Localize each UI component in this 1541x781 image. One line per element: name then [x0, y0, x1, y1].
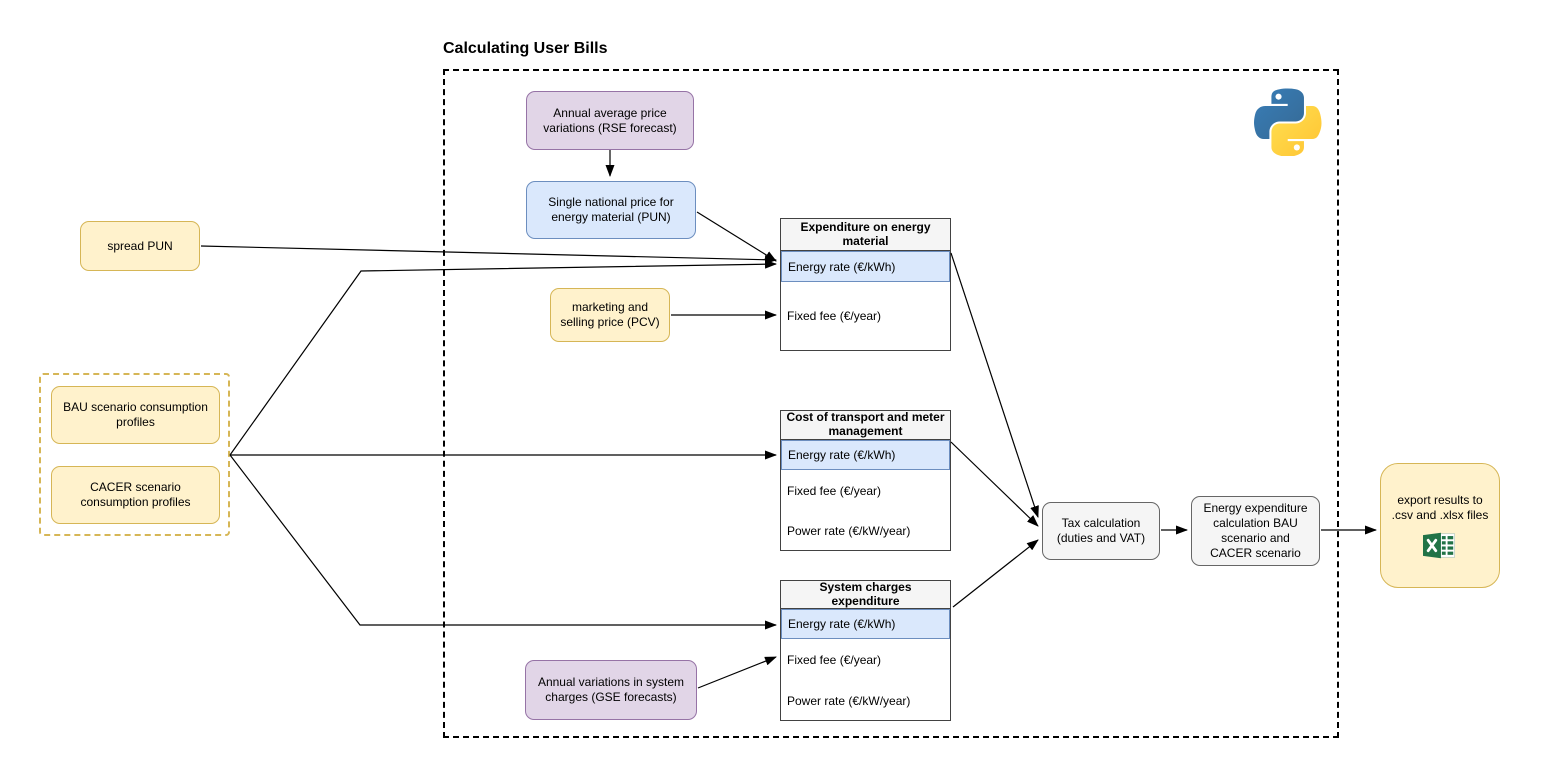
table-expenditure-energy-material: Expenditure on energy material Energy ra… — [780, 218, 951, 351]
node-energy-expenditure-calculation: Energy expenditure calculation BAU scena… — [1191, 496, 1320, 566]
table-system-charges-expenditure: System charges expenditure Energy rate (… — [780, 580, 951, 721]
node-bau-consumption-profiles: BAU scenario consumption profiles — [51, 386, 220, 444]
node-system-charges-variations-gse-label: Annual variations in system charges (GSE… — [537, 675, 685, 704]
node-single-national-price-pun: Single national price for energy materia… — [526, 181, 696, 239]
table-row-fixed-fee: Fixed fee (€/year) — [787, 309, 882, 323]
node-tax-calculation: Tax calculation (duties and VAT) — [1042, 502, 1160, 560]
node-tax-calculation-label: Tax calculation (duties and VAT) — [1056, 516, 1146, 545]
table-header: Expenditure on energy material — [781, 219, 950, 251]
node-marketing-selling-price-pcv: marketing and selling price (PCV) — [550, 288, 670, 342]
table-header: Cost of transport and meter management — [781, 410, 950, 440]
node-system-charges-variations-gse: Annual variations in system charges (GSE… — [525, 660, 697, 720]
node-energy-expenditure-calculation-label: Energy expenditure calculation BAU scena… — [1203, 501, 1308, 560]
table-row-power-rate: Power rate (€/kW/year) — [787, 523, 911, 538]
table-row-energy-rate: Energy rate (€/kWh) — [781, 251, 950, 282]
table-row-energy-rate: Energy rate (€/kWh) — [781, 440, 950, 470]
python-logo-icon — [1254, 88, 1322, 156]
node-spread-pun-label: spread PUN — [107, 238, 173, 253]
node-export-results: export results to .csv and .xlsx files — [1380, 463, 1500, 588]
table-row-fixed-fee: Fixed fee (€/year) — [787, 483, 882, 498]
node-bau-consumption-profiles-label: BAU scenario consumption profiles — [63, 400, 208, 429]
node-export-results-label: export results to .csv and .xlsx files — [1391, 492, 1489, 522]
table-row-fixed-fee: Fixed fee (€/year) — [787, 653, 882, 667]
diagram-title: Calculating User Bills — [443, 40, 608, 57]
table-header: System charges expenditure — [781, 580, 950, 609]
node-single-national-price-pun-label: Single national price for energy materia… — [548, 195, 674, 224]
node-cacer-consumption-profiles-label: CACER scenario consumption profiles — [80, 480, 191, 509]
node-annual-price-variations: Annual average price variations (RSE for… — [526, 91, 694, 150]
table-row-energy-rate: Energy rate (€/kWh) — [781, 609, 950, 639]
node-marketing-selling-price-pcv-label: marketing and selling price (PCV) — [560, 300, 660, 329]
table-transport-meter-management: Cost of transport and meter management E… — [780, 410, 951, 551]
node-cacer-consumption-profiles: CACER scenario consumption profiles — [51, 466, 220, 524]
node-annual-price-variations-label: Annual average price variations (RSE for… — [543, 105, 677, 135]
node-spread-pun: spread PUN — [80, 221, 200, 271]
table-row-power-rate: Power rate (€/kW/year) — [787, 693, 911, 708]
consumption-profiles-group — [39, 373, 230, 536]
excel-icon — [1423, 532, 1456, 558]
